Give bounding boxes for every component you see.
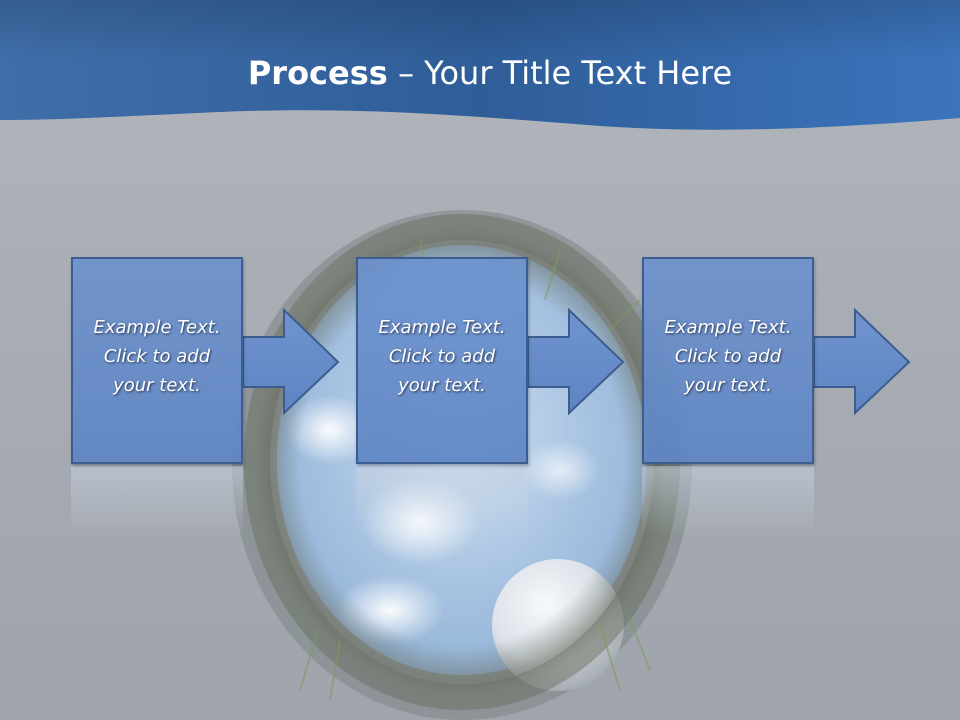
slide-title-bold: Process (247, 54, 388, 92)
step-3-text: Example Text. Click to add your text. (664, 317, 792, 396)
process-step-2[interactable]: Example Text. Click to add your text. (356, 257, 528, 464)
slide-title-rest: – Your Title Text Here (387, 54, 733, 92)
step-1-text: Example Text. Click to add your text. (93, 317, 221, 396)
process-step-1[interactable]: Example Text. Click to add your text. (71, 257, 243, 464)
process-step-3[interactable]: Example Text. Click to add your text. (642, 257, 814, 464)
step-2-text: Example Text. Click to add your text. (378, 317, 506, 396)
header-band (0, 0, 960, 130)
slide-title[interactable]: Process – Your Title Text Here (0, 50, 960, 96)
